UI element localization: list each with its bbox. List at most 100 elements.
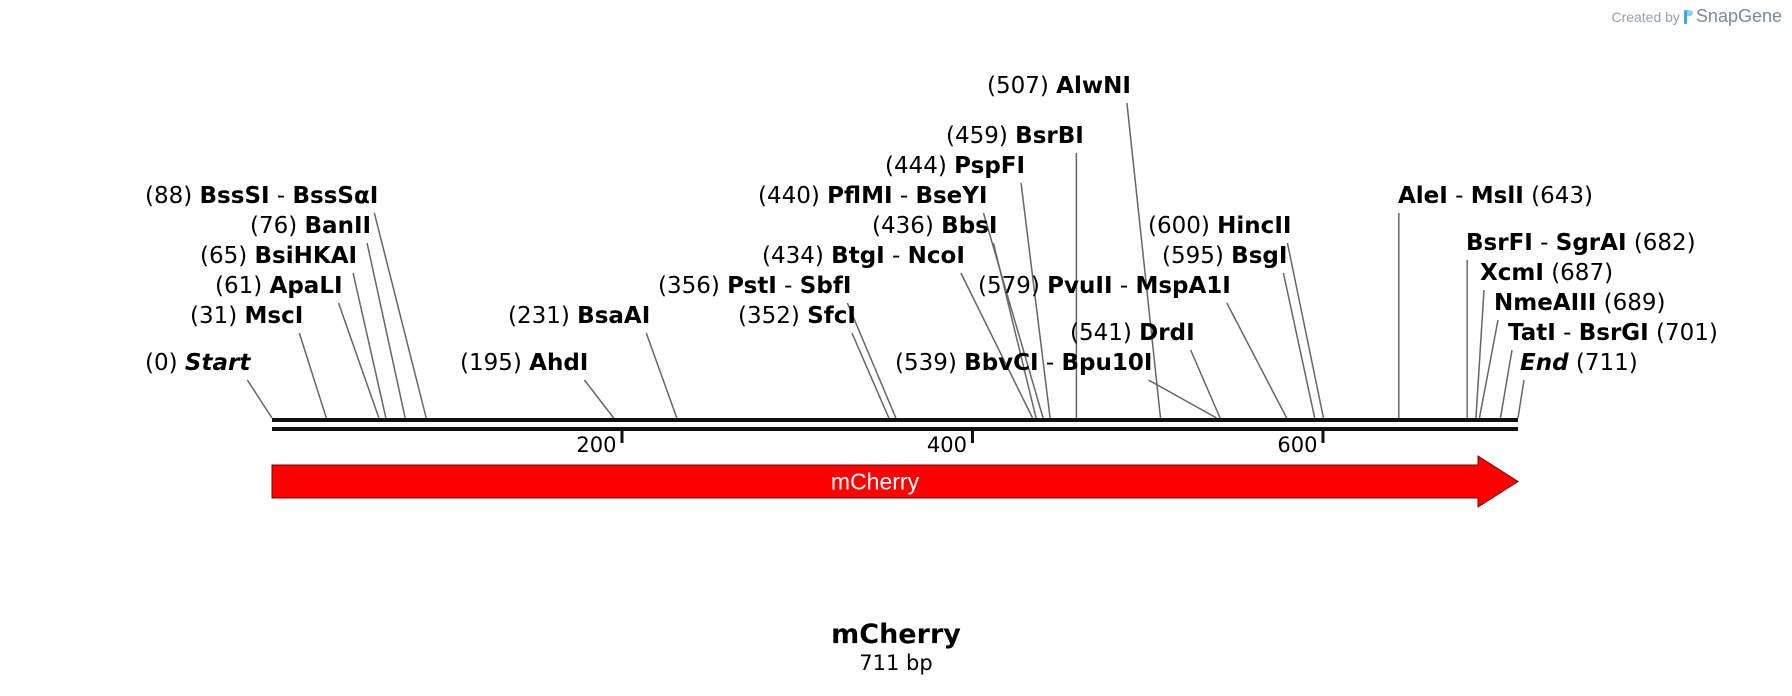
label-gap [237,303,244,329]
ruler-tick-label: 600 [1277,433,1317,457]
backbone-bottom-strand [272,427,1518,431]
isoschizomer-separator: - [1039,350,1062,376]
site-connector-line [246,379,273,419]
label-gap [1132,320,1139,346]
site-label[interactable]: (434) BtgI - NcoI [762,243,965,269]
site-connector-line [1499,349,1513,419]
site-connector-line [352,272,387,419]
site-label[interactable]: AleI - MslI (643) [1398,183,1593,209]
enzyme-name: BsiHKAI [255,243,358,269]
site-connector-line [1020,182,1051,419]
enzyme-name: BsrBI [1015,123,1084,149]
site-label[interactable]: (61) ApaLI [215,273,343,299]
site-label[interactable]: (595) BsgI [1162,243,1287,269]
enzyme-name: XcmI [1480,260,1544,286]
site-label[interactable]: (579) PvuII - MspA1I [978,273,1231,299]
site-label[interactable]: BsrFI - SgrAI (682) [1466,230,1696,256]
enzyme-name: HincII [1217,213,1291,239]
site-label[interactable]: (440) PflMI - BseYI [758,183,988,209]
feature-arrow[interactable] [271,455,1519,508]
backbone [272,418,1518,431]
label-gap [800,303,807,329]
site-position: (434) [762,243,824,269]
site-position: (459) [946,123,1008,149]
site-position: (579) [978,273,1040,299]
site-position: (195) [460,350,522,376]
ruler-tick [970,431,974,443]
site-connector-line [645,332,678,419]
enzyme-name: MslI [1471,183,1524,209]
label-gap [1569,350,1576,376]
label-gap [297,213,304,239]
site-position: (600) [1148,213,1210,239]
enzyme-name: NcoI [908,243,965,269]
enzyme-name: BbvCI [964,350,1038,376]
snapgene-logo-icon [1683,9,1693,24]
isoschizomer-separator: - [1556,320,1579,346]
site-label[interactable]: (88) BssSI - BssSαI [145,183,378,209]
site-label[interactable]: (0) Start [145,350,251,376]
site-label[interactable]: TatI - BsrGI (701) [1508,320,1718,346]
feature-mcherry[interactable]: mCherry [271,455,1519,508]
enzyme-name: TatI [1508,320,1556,346]
isoschizomer-separator: - [1113,273,1136,299]
label-gap [1049,73,1056,99]
site-connector-line [337,302,380,419]
enzyme-name: BsrFI [1466,230,1533,256]
enzyme-name: ApaLI [270,273,343,299]
ruler-tick [620,431,624,443]
enzyme-name: SbfI [800,273,852,299]
enzyme-name: BbsI [941,213,997,239]
site-label[interactable]: (65) BsiHKAI [200,243,357,269]
site-label[interactable]: XcmI (687) [1480,260,1613,286]
site-label[interactable]: End (711) [1520,350,1638,376]
site-label[interactable]: (444) PspFI [885,153,1025,179]
site-position: (541) [1070,320,1132,346]
site-label[interactable]: (195) AhdI [460,350,588,376]
label-gap [824,243,831,269]
end-marker-name: Start [185,350,251,376]
site-label[interactable]: (539) BbvCI - Bpu10I [895,350,1152,376]
label-gap [820,183,827,209]
enzyme-name: BseYI [915,183,987,209]
enzyme-name: AlwNI [1056,73,1131,99]
snapgene-watermark: Created by SnapGene [1611,6,1782,27]
site-position: (689) [1604,290,1666,316]
site-label[interactable]: (459) BsrBI [946,123,1084,149]
enzyme-name: AleI [1398,183,1448,209]
site-label[interactable]: (76) BanII [250,213,371,239]
site-label[interactable]: (507) AlwNI [987,73,1131,99]
site-label[interactable]: (600) HincII [1148,213,1291,239]
enzyme-name: MscI [245,303,304,329]
site-position: (687) [1551,260,1613,286]
site-label[interactable]: (231) BsaAI [508,303,650,329]
site-label[interactable]: (31) MscI [190,303,303,329]
site-connector-line [1282,272,1316,419]
label-gap [1596,290,1603,316]
enzyme-name: DrdI [1139,320,1194,346]
site-label[interactable]: NmeAIII (689) [1494,290,1665,316]
enzyme-name: PflMI [827,183,892,209]
site-label[interactable]: (541) DrdI [1070,320,1195,346]
site-connector-line [1286,242,1325,419]
label-gap [1524,183,1531,209]
site-position: (440) [758,183,820,209]
enzyme-name: Bpu10I [1062,350,1153,376]
site-label[interactable]: (436) BbsI [872,213,997,239]
site-position: (31) [190,303,237,329]
label-gap [262,273,269,299]
feature-label: mCherry [831,469,920,495]
site-connector-line [851,332,890,419]
site-label[interactable]: (356) PstI - SbfI [658,273,851,299]
site-label[interactable]: (352) SfcI [738,303,856,329]
site-position: (231) [508,303,570,329]
site-position: (76) [250,213,297,239]
label-gap [947,153,954,179]
label-gap [934,213,941,239]
site-position: (356) [658,273,720,299]
isoschizomer-separator: - [1533,230,1556,256]
enzyme-name: BssSαI [293,183,379,209]
enzyme-name: AhdI [529,350,588,376]
enzyme-name: BanII [305,213,372,239]
